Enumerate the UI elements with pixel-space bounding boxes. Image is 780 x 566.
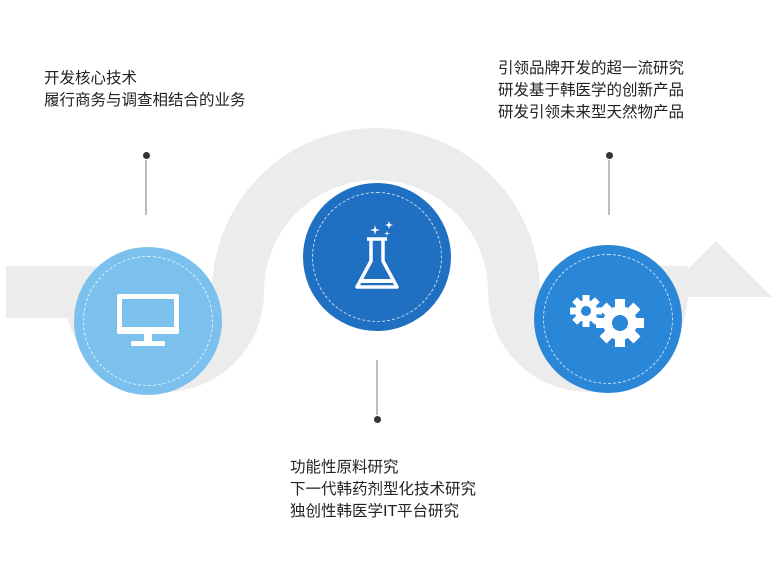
flask-icon	[355, 221, 399, 289]
step-3-line-2: 研发基于韩医学的创新产品	[498, 81, 685, 99]
step-1-line-1: 开发核心技术	[44, 69, 138, 87]
step-1-dot	[143, 152, 150, 159]
step-2-text: 功能性原料研究 下一代韩药剂型化技术研究 独创性韩医学IT平台研究	[290, 456, 476, 522]
step-2-leader	[376, 360, 378, 415]
step-2-line-2: 下一代韩药剂型化技术研究	[290, 480, 477, 498]
step-3-leader	[608, 160, 610, 215]
step-3-dot	[606, 152, 613, 159]
step-2-line-1: 功能性原料研究	[290, 458, 399, 476]
step-1-leader	[145, 160, 147, 215]
step-1-line-2: 履行商务与调查相结合的业务	[44, 91, 246, 109]
step-1-circle	[74, 247, 222, 395]
step-3-text: 引领品牌开发的超一流研究 研发基于韩医学的创新产品 研发引领未来型天然物产品	[498, 57, 684, 123]
gears-icon	[570, 295, 644, 347]
step-2-dot	[374, 416, 381, 423]
step-3-circle	[534, 245, 682, 393]
large-gear-icon	[596, 299, 644, 347]
step-2-circle	[303, 183, 451, 331]
step-1-text: 开发核心技术 履行商务与调查相结合的业务	[44, 67, 246, 111]
monitor-icon	[117, 294, 179, 346]
arrow-head	[660, 241, 772, 297]
step-3-line-3: 研发引领未来型天然物产品	[498, 103, 685, 121]
step-3-line-1: 引领品牌开发的超一流研究	[498, 59, 685, 77]
step-2-line-3: 独创性韩医学IT平台研究	[290, 502, 460, 520]
